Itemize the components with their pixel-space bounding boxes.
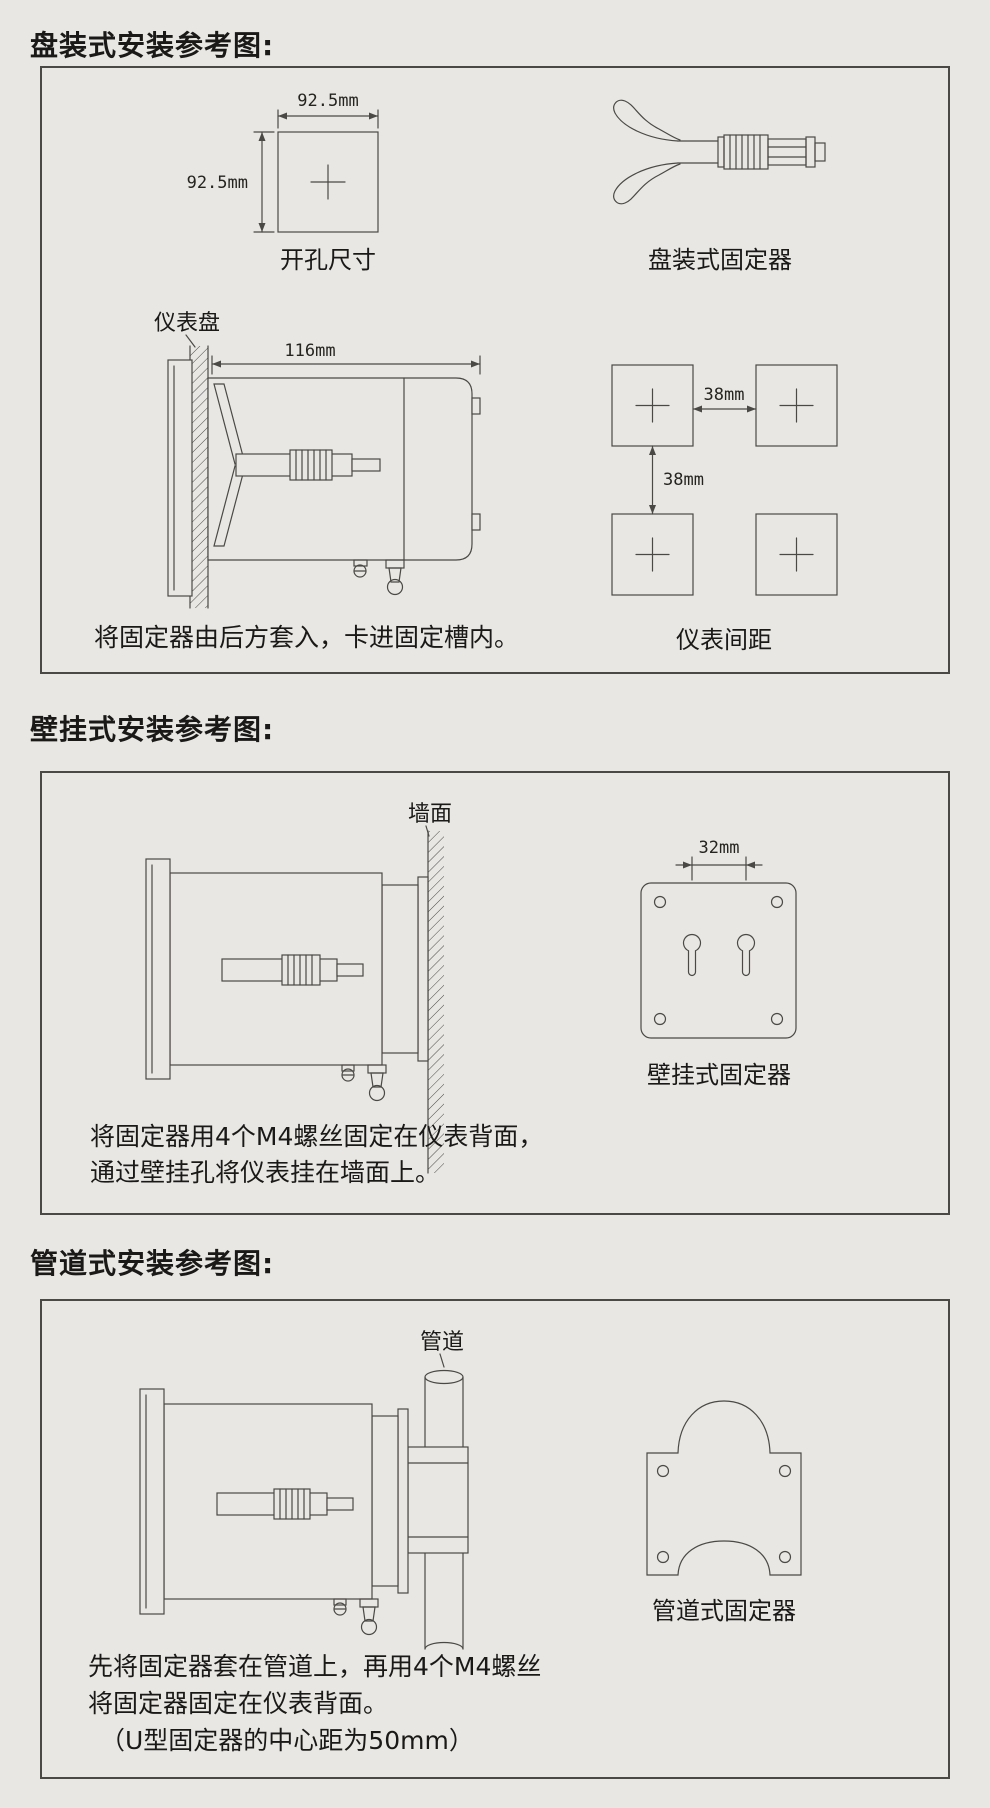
pipe-instruction-3: （U型固定器的中心距为50mm）	[100, 1726, 474, 1755]
wall-hole-dim: 32mm	[699, 838, 740, 858]
spacing-diagram: 38mm 38mm 仪表间距	[611, 364, 838, 654]
cutout-dimension-drawing: 92.5mm 92.5mm 开孔尺寸	[187, 91, 379, 274]
panel-mount-diagram: 92.5mm 92.5mm 开孔尺寸	[40, 66, 950, 674]
panel-side-view: 116mm 仪表盘	[154, 311, 481, 609]
spacing-label: 仪表间距	[676, 626, 772, 654]
pipe-mount-drawing: 管道	[88, 1330, 802, 1755]
pipe-instruction-1: 先将固定器套在管道上，再用4个M4螺丝	[88, 1652, 541, 1681]
spacing-v-dim: 38mm	[663, 470, 704, 490]
cutout-width-dim: 92.5mm	[297, 91, 358, 111]
cutout-height-dim: 92.5mm	[187, 173, 248, 193]
cutout-label: 开孔尺寸	[280, 246, 376, 274]
pipe-side-view: 管道	[139, 1330, 469, 1650]
wall-mount-diagram: 墙面	[40, 771, 950, 1215]
wall-mount-title: 壁挂式安装参考图:	[30, 713, 275, 746]
panel-mount-drawing: 92.5mm 92.5mm 开孔尺寸	[94, 91, 838, 654]
panel-label: 仪表盘	[154, 311, 220, 336]
wall-side-view: 墙面	[145, 802, 452, 1174]
wall-instruction-1: 将固定器用4个M4螺丝固定在仪表背面，	[90, 1122, 543, 1151]
pipe-fixture-label: 管道式固定器	[652, 1597, 796, 1625]
wall-instruction-2: 通过壁挂孔将仪表挂在墙面上。	[90, 1158, 440, 1187]
wall-bracket-label: 壁挂式固定器	[647, 1061, 791, 1089]
depth-dim: 116mm	[284, 341, 335, 361]
panel-instruction: 将固定器由后方套入，卡进固定槽内。	[94, 623, 519, 652]
wall-label: 墙面	[408, 802, 452, 827]
wall-bracket-drawing: 32mm 壁挂式固定器	[640, 838, 797, 1089]
wall-mount-drawing: 墙面	[90, 802, 797, 1187]
pipe-mount-title: 管道式安装参考图:	[30, 1247, 275, 1280]
panel-fixture-label: 盘装式固定器	[648, 246, 792, 274]
pipe-instruction-2: 将固定器固定在仪表背面。	[88, 1689, 388, 1718]
panel-mount-title: 盘装式安装参考图:	[30, 29, 275, 62]
panel-fixture-sketch	[613, 99, 826, 205]
pipe-fixture-drawing: 管道式固定器	[646, 1400, 802, 1625]
pipe-mount-diagram: 管道	[40, 1299, 950, 1779]
pipe-label: 管道	[420, 1330, 464, 1355]
spacing-h-dim: 38mm	[704, 385, 745, 405]
